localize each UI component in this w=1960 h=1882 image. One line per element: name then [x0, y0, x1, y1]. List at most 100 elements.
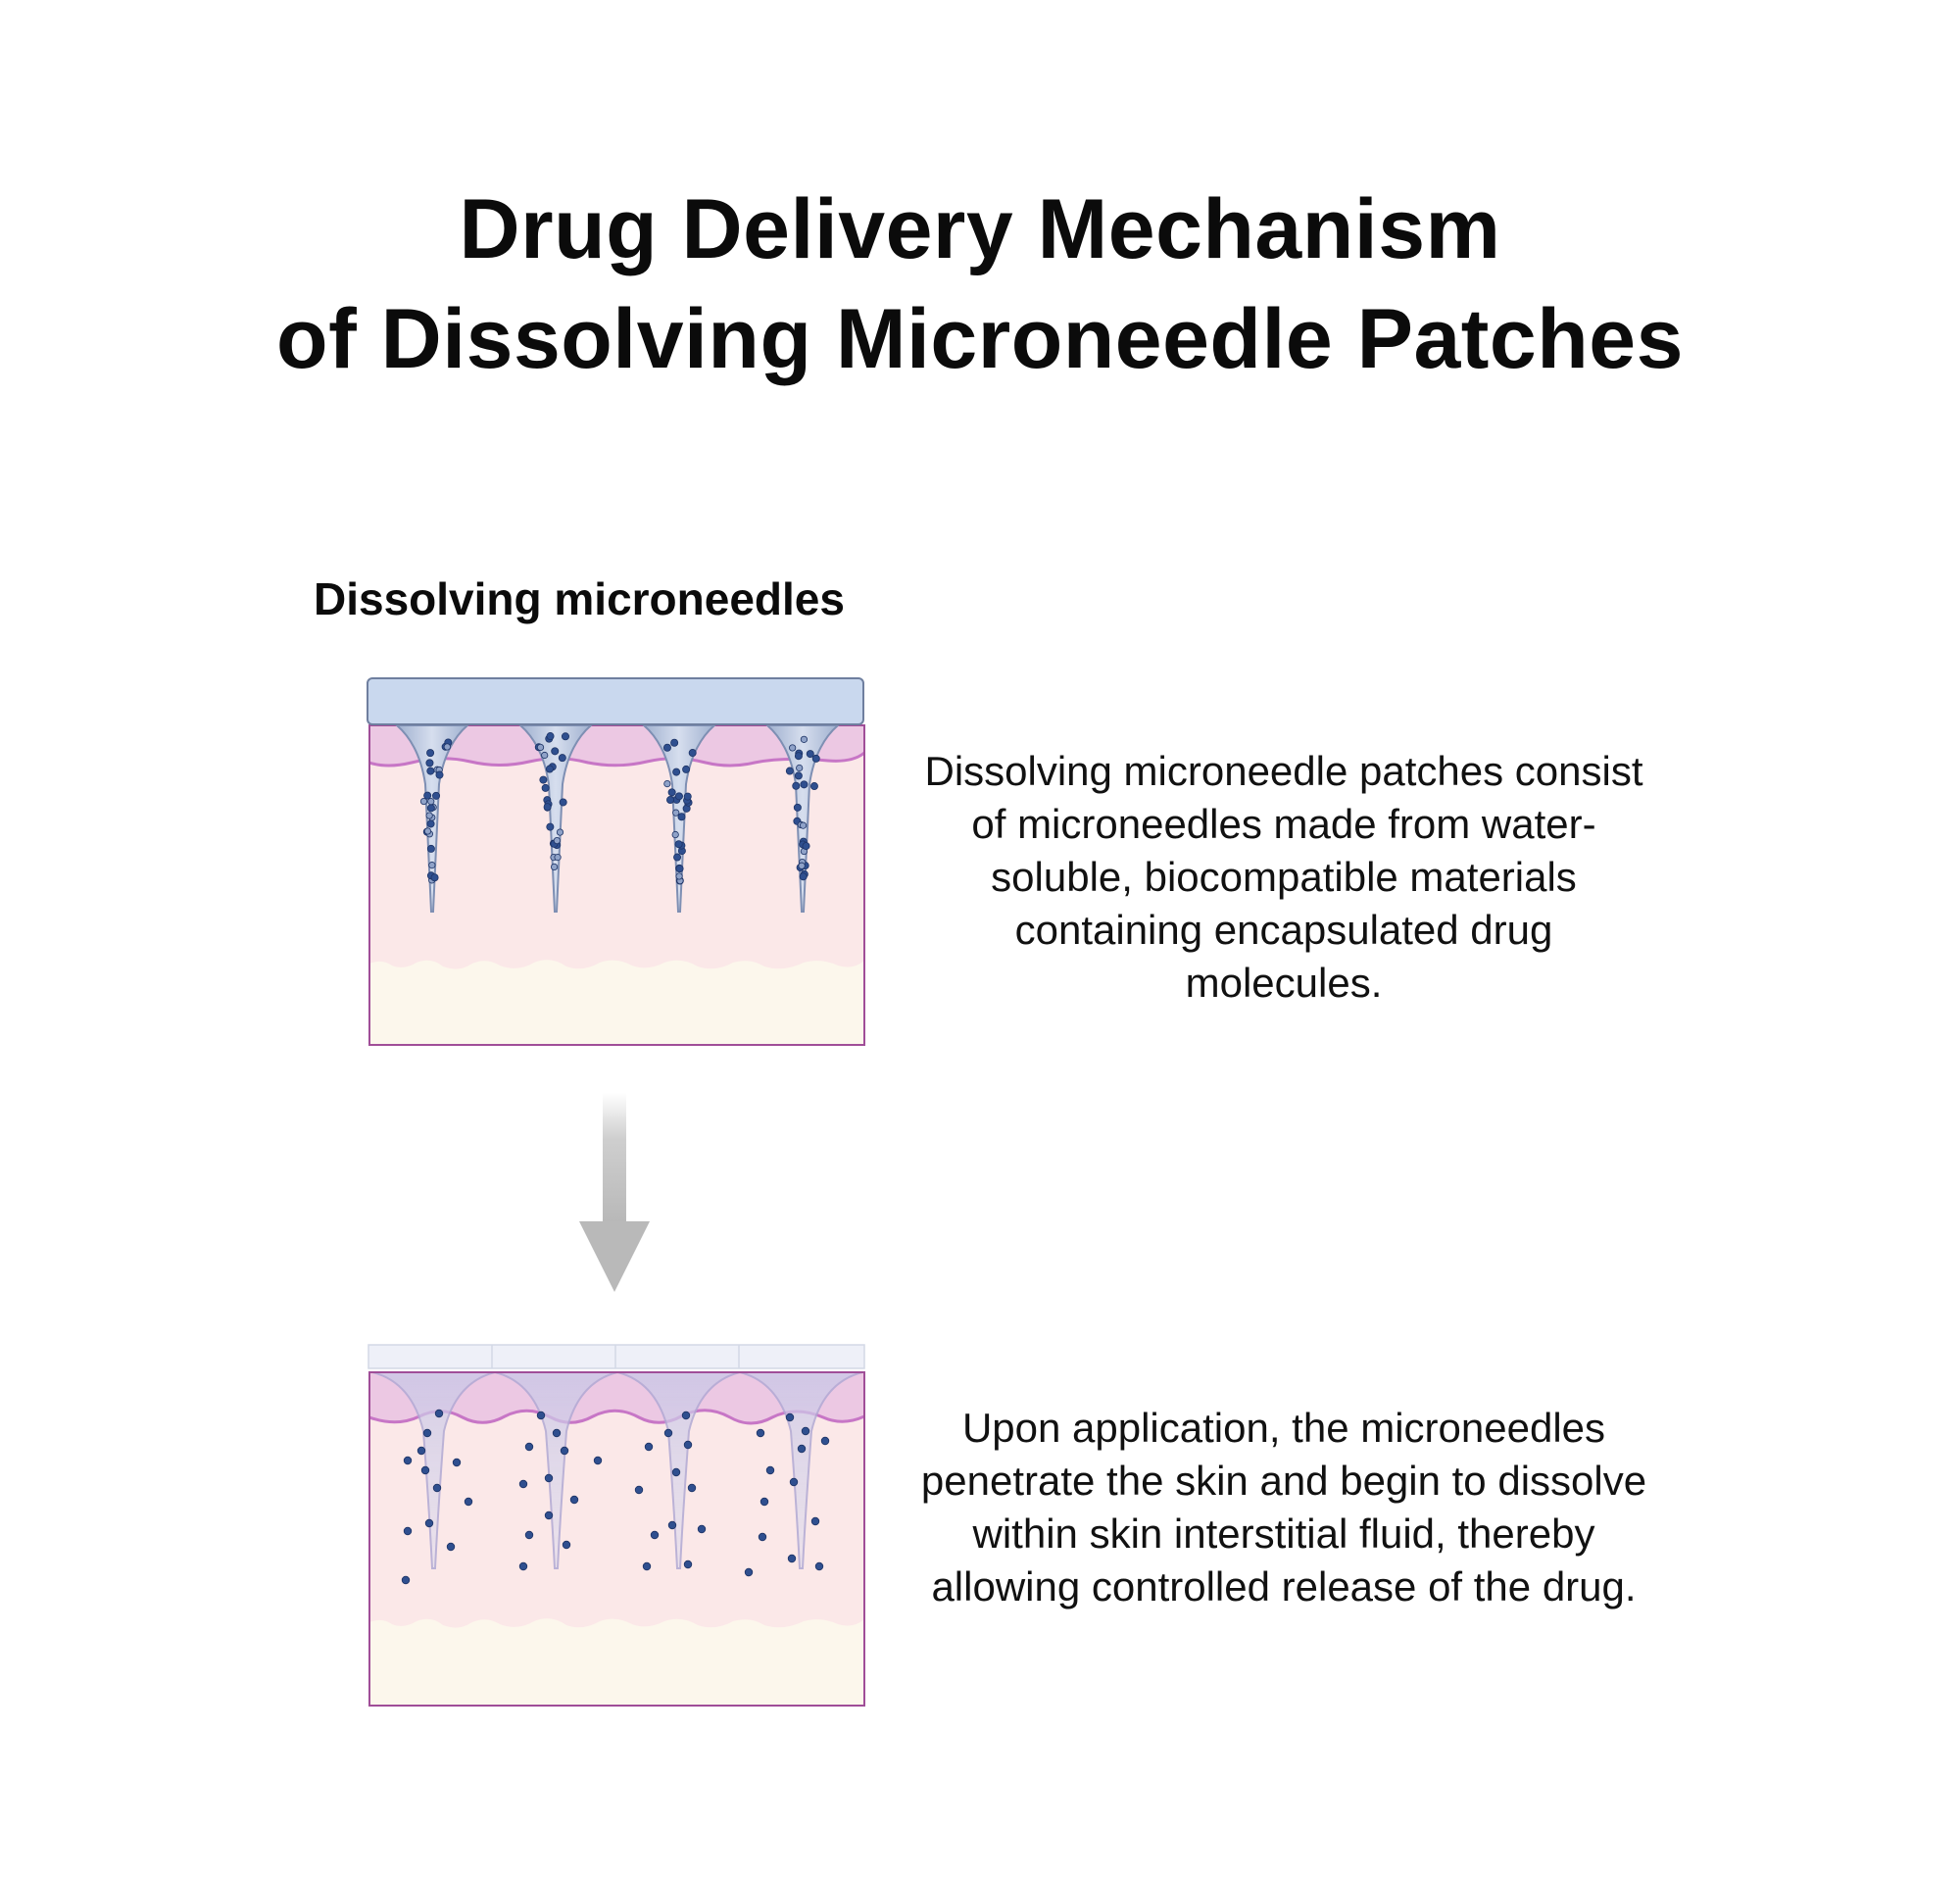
title-line-2: of Dissolving Microneedle Patches — [276, 292, 1684, 386]
drug-particle — [765, 1465, 775, 1475]
drug-particle — [569, 1495, 579, 1505]
drug-particle — [650, 1530, 660, 1540]
title-line-1: Drug Delivery Mechanism — [459, 182, 1501, 276]
drug-particle — [556, 828, 564, 836]
drug-particle — [671, 1467, 681, 1477]
microneedle — [517, 724, 594, 913]
drug-particle — [810, 1516, 820, 1526]
drug-particle — [561, 732, 569, 741]
microneedle — [764, 724, 841, 913]
drug-particle — [425, 759, 434, 768]
drug-particle — [785, 1412, 795, 1422]
drug-particle — [426, 819, 435, 828]
drug-particle — [423, 791, 432, 800]
drug-particle — [541, 751, 549, 760]
skin-surface-line — [369, 1409, 864, 1425]
drug-particle — [798, 862, 806, 869]
released-drug-particles — [401, 1409, 830, 1585]
drug-particle — [799, 821, 808, 829]
drug-particle — [756, 1428, 765, 1438]
drug-particle — [546, 822, 555, 831]
drug-particle — [666, 796, 675, 805]
drug-particle — [663, 779, 671, 788]
drug-particle — [667, 1520, 677, 1530]
drug-particle — [422, 1428, 432, 1438]
dissolved-patch-backing — [368, 1344, 865, 1369]
drug-particle — [464, 1497, 473, 1507]
drug-particle — [426, 749, 435, 758]
drug-particle — [432, 791, 441, 800]
drug-particle — [554, 854, 562, 862]
drug-particle — [552, 1428, 562, 1438]
hypodermis-layer — [369, 1618, 864, 1706]
drug-particle — [801, 1426, 810, 1436]
drug-particle — [672, 809, 680, 817]
drug-particle — [518, 1561, 528, 1571]
drug-particle — [428, 862, 436, 869]
encapsulated-drug-particles — [419, 732, 820, 885]
drug-particle — [426, 844, 435, 853]
drug-particle — [634, 1485, 644, 1495]
drug-particle — [820, 1436, 830, 1446]
epidermis-layer — [369, 725, 864, 766]
drug-particle — [792, 781, 801, 790]
drug-particle — [545, 765, 554, 773]
drug-particle — [426, 804, 435, 813]
drug-particle — [524, 1530, 534, 1540]
patch-backing — [367, 677, 864, 725]
epidermis-layer — [369, 1372, 864, 1423]
down-arrow-icon — [579, 1093, 650, 1292]
drug-particle — [796, 764, 804, 772]
skin-panel-after — [368, 1344, 865, 1707]
drug-particle — [744, 1567, 754, 1577]
drug-particle — [539, 775, 548, 784]
drug-particle — [800, 735, 808, 743]
drug-particle — [672, 768, 681, 776]
drug-particle — [446, 1542, 456, 1552]
drug-particle — [560, 1446, 569, 1456]
drug-particle — [794, 771, 803, 780]
drug-particle — [789, 1477, 799, 1487]
drug-particle — [427, 798, 435, 806]
drug-particle — [793, 803, 802, 812]
section-heading: Dissolving microneedles — [314, 573, 845, 624]
drug-particle — [562, 1540, 571, 1550]
drug-particle — [688, 749, 697, 758]
drug-particle — [544, 1473, 554, 1483]
drug-particle — [809, 782, 818, 791]
drug-particle — [544, 1511, 554, 1520]
drug-particle — [435, 770, 444, 779]
drug-particle — [419, 797, 428, 806]
drug-particle — [758, 1532, 767, 1542]
drug-particle — [550, 863, 559, 871]
drug-particle — [543, 803, 552, 812]
drug-particle — [800, 780, 808, 789]
drug-particle — [785, 767, 794, 775]
drug-particle — [423, 827, 432, 835]
drug-particle — [426, 767, 435, 775]
drug-particle — [536, 743, 545, 752]
hypodermis-layer — [369, 960, 864, 1045]
drug-particle — [687, 1483, 697, 1493]
skin-panel-before — [367, 677, 865, 1046]
drug-particle — [787, 1554, 797, 1563]
drug-particle — [673, 853, 682, 862]
drug-particle — [424, 1518, 434, 1528]
drug-particle — [452, 1458, 462, 1467]
drug-particle — [434, 1409, 444, 1418]
drug-particle — [662, 743, 671, 752]
drug-particle — [524, 1442, 534, 1452]
drug-particle — [814, 1561, 824, 1571]
drug-particle — [551, 747, 560, 756]
panel-border — [368, 1371, 865, 1707]
drug-particle — [799, 872, 808, 881]
drug-particle — [416, 1446, 426, 1456]
drug-particle — [674, 792, 683, 801]
drug-particle — [681, 1411, 691, 1420]
drug-particle — [558, 754, 566, 763]
drug-particle — [663, 1428, 673, 1438]
step-1-description: Dissolving microneedle patches consist o… — [924, 748, 1643, 1006]
drug-particle — [697, 1524, 707, 1534]
page-title: Drug Delivery Mechanism of Dissolving Mi… — [0, 174, 1960, 394]
